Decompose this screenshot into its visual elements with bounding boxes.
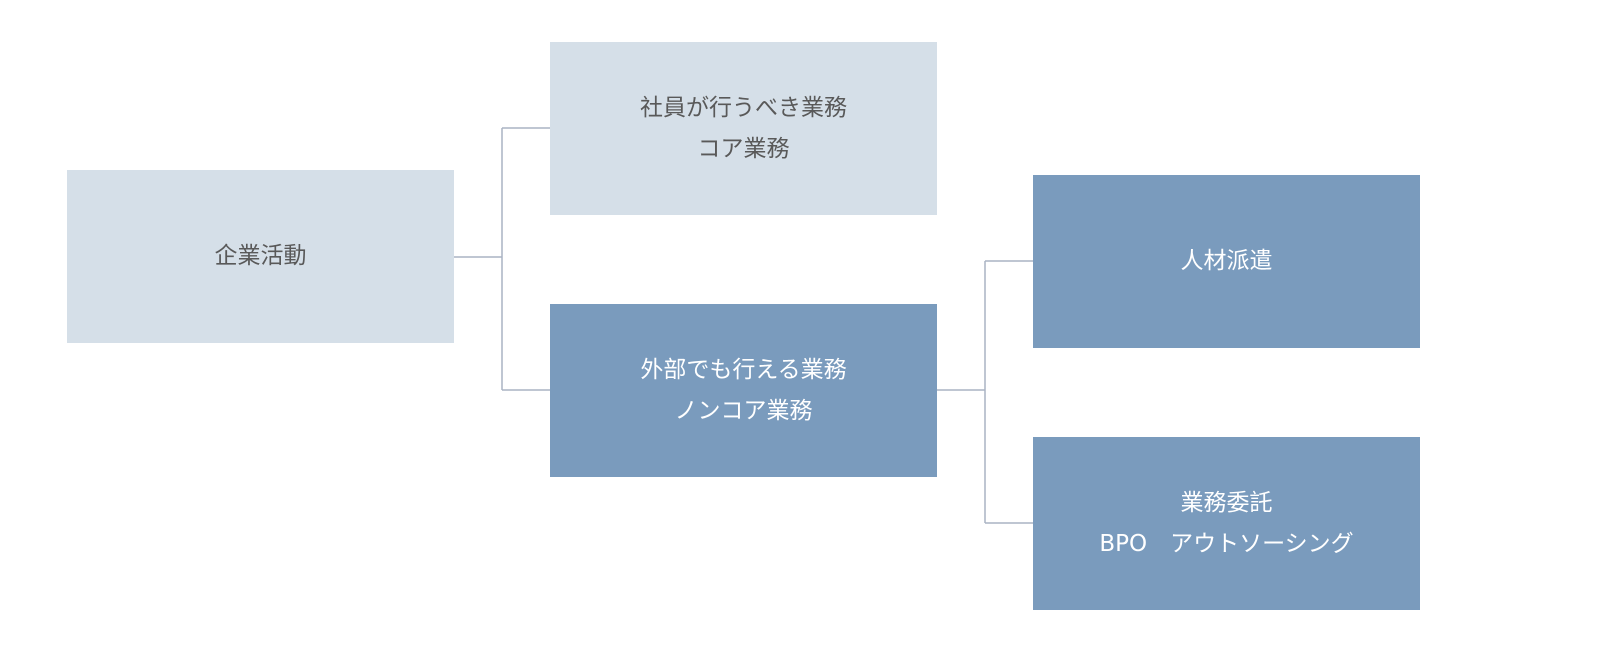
node-staffing-label: 人材派遣 [1180,248,1273,274]
node-core-business-line2: コア業務 [697,135,790,162]
node-core-business: 社員が行うべき業務 コア業務 [550,42,937,215]
node-core-business-line1: 社員が行うべき業務 [640,94,847,121]
node-noncore-business: 外部でも行える業務 ノンコア業務 [550,304,937,477]
node-outsourcing-line2: BPO アウトソーシング [1099,530,1354,557]
node-corporate-activities: 企業活動 [67,170,454,343]
node-outsourcing: 業務委託 BPO アウトソーシング [1033,437,1420,610]
node-staffing: 人材派遣 [1033,175,1420,348]
node-noncore-business-line2: ノンコア業務 [674,397,813,424]
node-corporate-activities-label: 企業活動 [214,243,307,269]
node-noncore-business-line1: 外部でも行える業務 [640,356,847,383]
node-outsourcing-line1: 業務委託 [1180,489,1273,516]
